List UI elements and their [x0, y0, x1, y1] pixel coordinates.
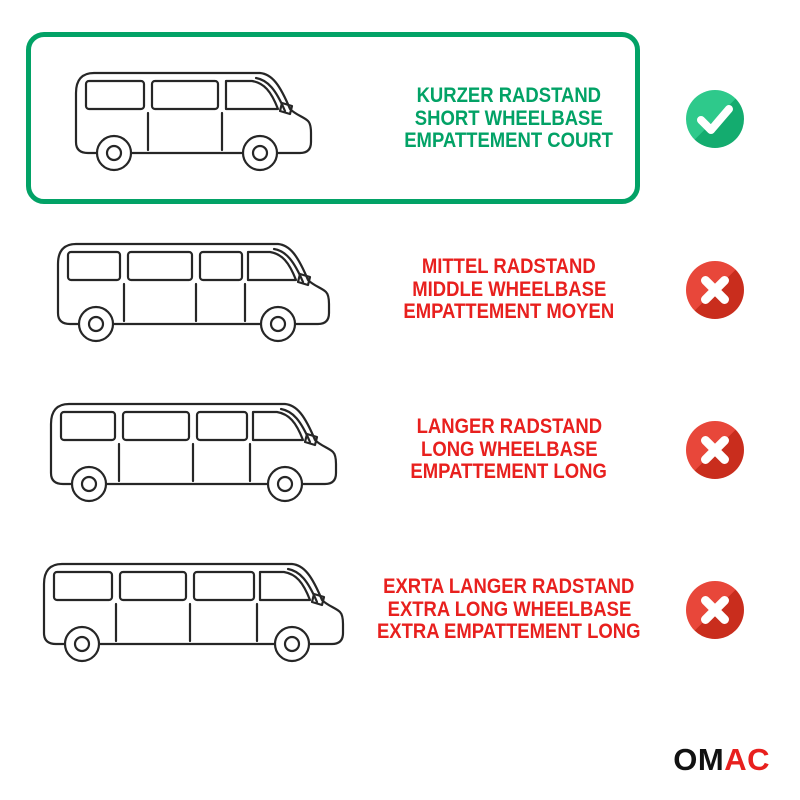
option-label-short: KURZER RADSTAND SHORT WHEELBASE EMPATTEM…: [378, 83, 640, 153]
cross-icon: [686, 261, 744, 319]
van-column: [0, 396, 378, 504]
label-line-fr: EXTRA EMPATTEMENT LONG: [377, 620, 641, 644]
label-line-de: MITTEL RADSTAND: [422, 254, 596, 278]
option-label-extra-long: EXRTA LANGER RADSTAND EXTRA LONG WHEELBA…: [377, 574, 641, 644]
van-column: [0, 236, 378, 344]
status-column: [640, 261, 790, 319]
option-row-long-wheelbase: LANGER RADSTAND LONG WHEELBASE EMPATTEME…: [0, 370, 800, 530]
label-line-en: EXTRA LONG WHEELBASE: [387, 597, 631, 621]
van-illustration-extra-long-wheelbase: [28, 556, 350, 664]
van-column: [0, 65, 378, 173]
label-line-de: KURZER RADSTAND: [416, 83, 602, 107]
status-column: [640, 421, 790, 479]
cross-icon: [686, 421, 744, 479]
van-column: [0, 556, 378, 664]
option-row-extra-long-wheelbase: EXRTA LANGER RADSTAND EXTRA LONG WHEELBA…: [0, 530, 800, 690]
logo-text-black: OM: [673, 742, 725, 777]
label-line-fr: EMPATTEMENT LONG: [410, 460, 608, 484]
label-line-en: SHORT WHEELBASE: [415, 106, 603, 130]
van-illustration-middle-wheelbase: [42, 236, 336, 344]
label-line-fr: EMPATTEMENT COURT: [404, 129, 614, 153]
label-line-en: MIDDLE WHEELBASE: [411, 277, 607, 301]
option-row-short-wheelbase: KURZER RADSTAND SHORT WHEELBASE EMPATTEM…: [0, 28, 800, 210]
label-line-en: LONG WHEELBASE: [420, 437, 598, 461]
option-label-long: LANGER RADSTAND LONG WHEELBASE EMPATTEME…: [378, 414, 640, 484]
van-illustration-long-wheelbase: [35, 396, 343, 504]
check-icon: [686, 90, 744, 148]
omac-brand-logo: OMAC: [673, 742, 770, 778]
logo-text-red: AC: [724, 742, 770, 777]
label-line-fr: EMPATTEMENT MOYEN: [403, 300, 615, 324]
van-illustration-short-wheelbase: [60, 65, 318, 173]
label-line-de: LANGER RADSTAND: [416, 414, 602, 438]
label-line-de: EXRTA LANGER RADSTAND: [383, 574, 635, 598]
option-row-middle-wheelbase: MITTEL RADSTAND MIDDLE WHEELBASE EMPATTE…: [0, 210, 800, 370]
status-column: [640, 90, 790, 148]
option-label-middle: MITTEL RADSTAND MIDDLE WHEELBASE EMPATTE…: [378, 254, 640, 324]
option-rows: KURZER RADSTAND SHORT WHEELBASE EMPATTEM…: [0, 28, 800, 690]
cross-icon: [686, 581, 744, 639]
status-column: [640, 581, 790, 639]
